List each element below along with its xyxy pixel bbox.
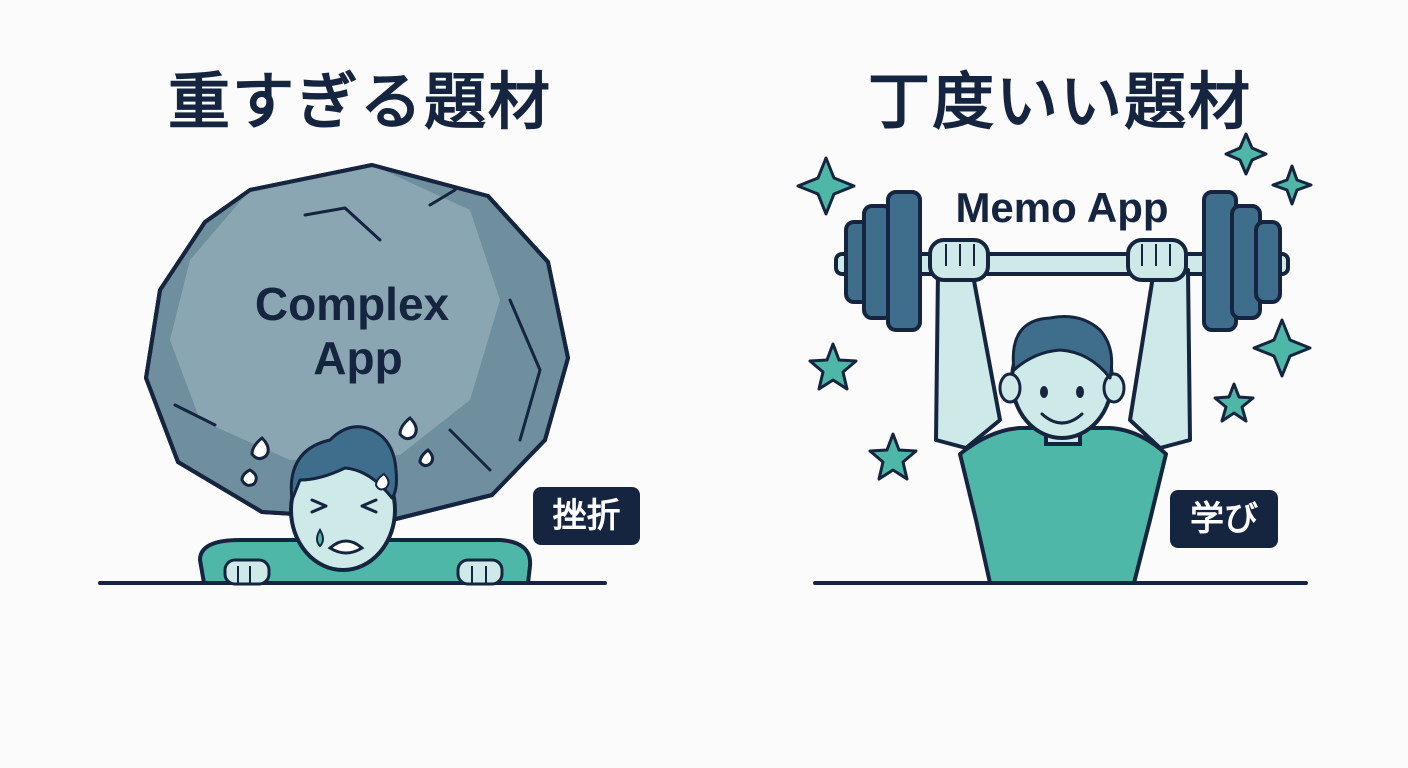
right-arm [1128, 268, 1192, 450]
sparkle-icon [796, 156, 856, 216]
torso [958, 426, 1168, 585]
title-just-right-topic: 丁度いい題材 [867, 65, 1252, 138]
right-fist [1126, 238, 1188, 282]
crushed-person [198, 425, 533, 586]
sparkle-icon [1271, 164, 1313, 206]
barbell-label: Memo App [955, 184, 1168, 231]
left-arm [934, 268, 1002, 450]
title-heavy-topic: 重すぎる題材 [167, 65, 552, 138]
boulder-label-line2: App [313, 332, 402, 384]
star-icon [1213, 382, 1255, 423]
star-icons [808, 342, 1255, 481]
boulder [144, 163, 570, 522]
star-icon [808, 342, 858, 391]
lifter-person [928, 238, 1192, 585]
sparkle-icons [796, 132, 1313, 378]
badge-frustration: 挫折 [533, 487, 640, 545]
right-scene: Memo App [796, 132, 1313, 585]
sparkle-icon [1224, 132, 1268, 176]
boulder-label-line1: Complex [255, 278, 450, 330]
sparkle-icon [1252, 318, 1312, 378]
badge-learning: 学び [1170, 490, 1278, 548]
barbell-plates-left [844, 190, 922, 332]
left-fist [928, 238, 990, 282]
star-icon [868, 432, 918, 481]
right-hand [456, 558, 504, 586]
barbell-plates-right [1202, 190, 1282, 332]
sweat-drops [240, 415, 435, 487]
left-scene: Complex App [98, 163, 607, 586]
left-hand [223, 558, 271, 586]
